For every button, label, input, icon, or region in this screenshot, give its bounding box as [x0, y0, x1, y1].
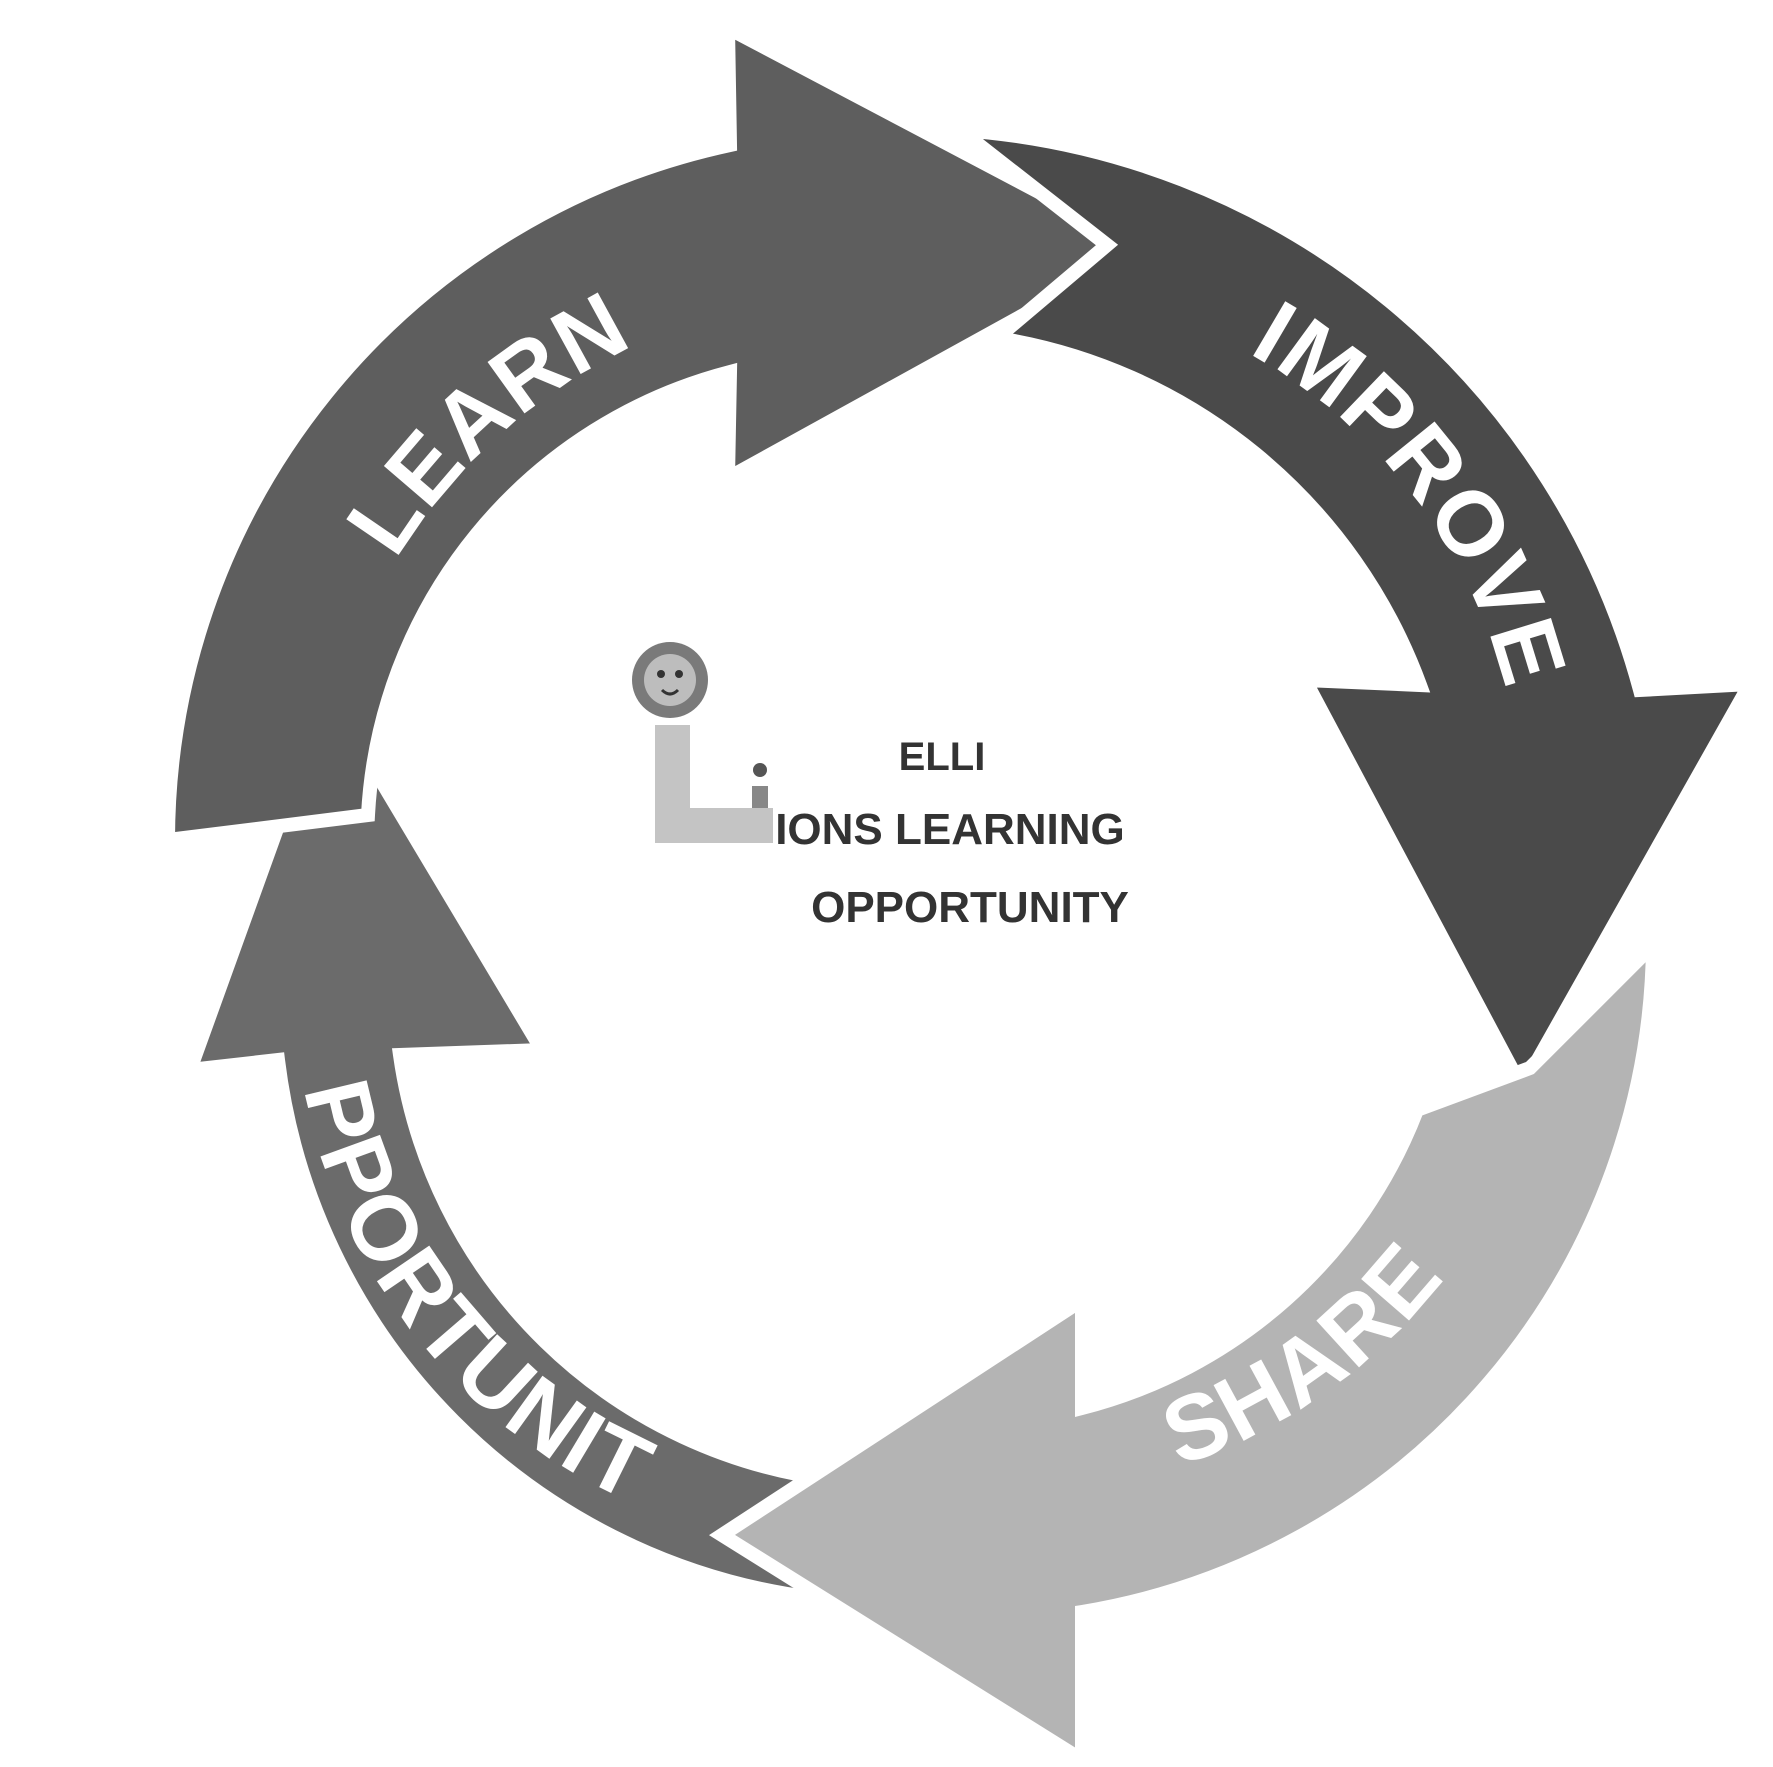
arrow-learn	[160, 16, 1160, 848]
logo: ELLI IONS LEARNING OPPORTUNITY	[632, 642, 1129, 932]
logo-title: ELLI	[899, 735, 986, 779]
logo-tagline: OPPORTUNITY	[811, 883, 1129, 932]
logo-subtitle: IONS LEARNING	[775, 805, 1125, 854]
arrow-improve	[937, 121, 1763, 1103]
arrow-share	[708, 927, 1661, 1767]
l-step-mark	[655, 725, 773, 843]
lion-head-icon	[632, 642, 708, 718]
arrow-opportunity	[179, 673, 844, 1606]
